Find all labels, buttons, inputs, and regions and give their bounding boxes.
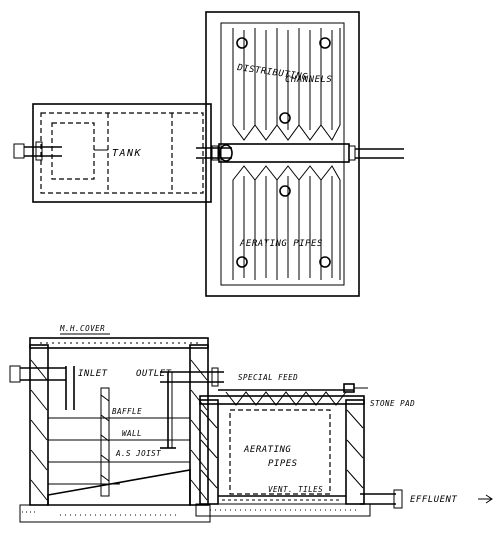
label-stone-pad: STONE PAD xyxy=(370,399,415,408)
effluent-pipe-section xyxy=(360,489,493,509)
label-effluent: EFFLUENT xyxy=(410,495,457,505)
lower-channels xyxy=(232,165,341,280)
outlet-pipe-section xyxy=(160,367,224,387)
label-outlet: OUTLET xyxy=(136,369,172,379)
aerating-pipe-head xyxy=(319,37,331,49)
aerating-pipe-head xyxy=(236,37,248,49)
tank-outlet-pipe-plan xyxy=(196,147,232,159)
aerating-pipe-head xyxy=(279,112,291,124)
label-pipes: PIPES xyxy=(268,459,298,469)
distribution-box-plan xyxy=(205,11,404,297)
inlet-pipe-section xyxy=(9,365,75,410)
aerating-pipe-head xyxy=(236,256,248,268)
label-mh-cover: M.H.COVER xyxy=(59,324,105,333)
label-aerating-pipes-plan: AERATING PIPES xyxy=(239,239,323,249)
label-aerating: AERATING xyxy=(243,445,291,455)
label-vent-tiles: VENT. TILES xyxy=(268,485,323,494)
label-tank: TANK xyxy=(112,148,142,159)
label-inlet: INLET xyxy=(78,369,108,379)
tank-section xyxy=(19,333,211,523)
aerating-chamber-section xyxy=(195,383,371,517)
label-channels: CHANNELS xyxy=(285,75,332,85)
label-wall: WALL xyxy=(122,429,142,438)
section-view: M.H.COVER INLET OUTLET SPECIAL FEED STON… xyxy=(9,324,493,523)
inlet-pipe-plan xyxy=(13,141,62,161)
plan-view: DISTRIBUTING CHANNELS TANK AERATING PIPE… xyxy=(13,11,404,297)
tank-plan xyxy=(32,103,212,203)
aerating-pipe-head xyxy=(319,256,331,268)
label-baffle: BAFFLE xyxy=(112,407,142,416)
label-special-feed: SPECIAL FEED xyxy=(238,373,298,382)
central-feed-pipe xyxy=(211,143,404,163)
label-joist: A.S JOIST xyxy=(115,449,161,458)
aerating-pipe-head xyxy=(279,185,291,197)
